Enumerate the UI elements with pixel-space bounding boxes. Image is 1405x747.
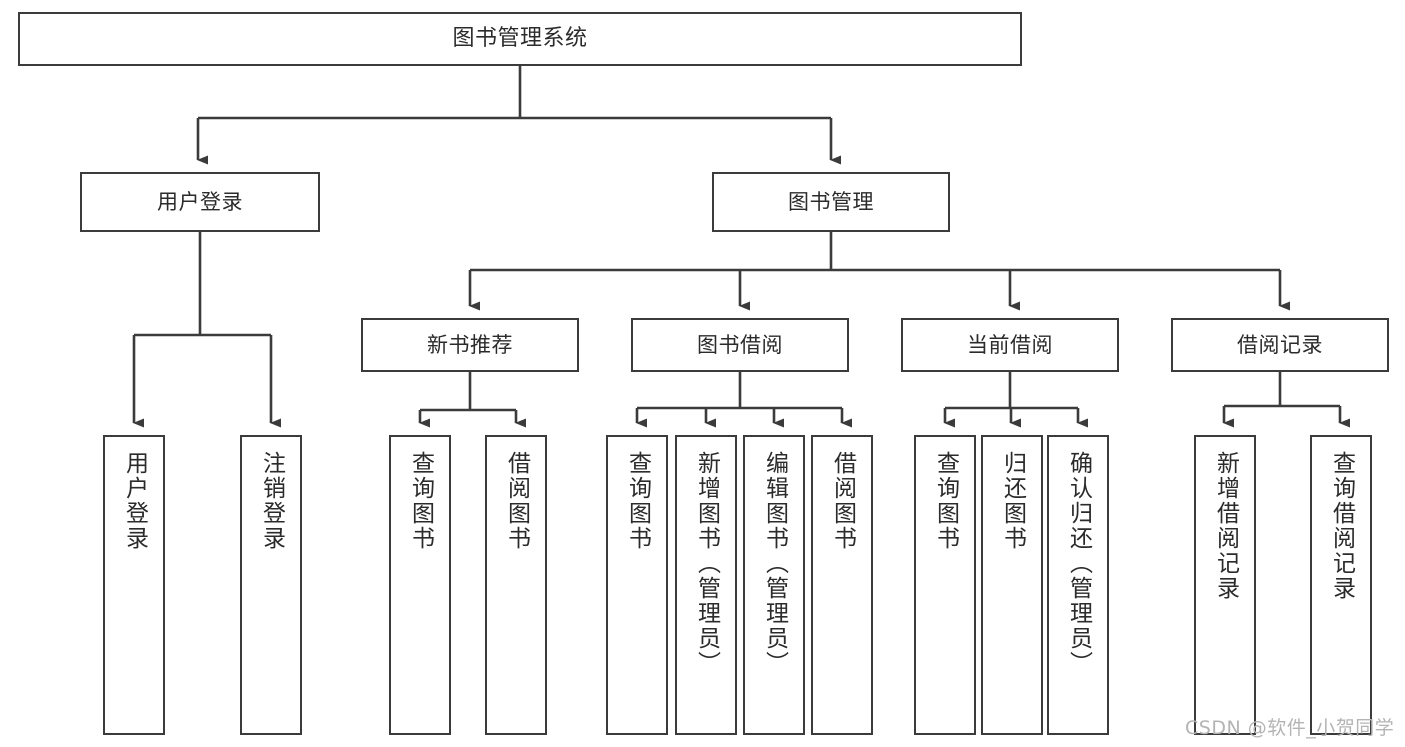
leaf-add-record-label: 新增借阅记录 <box>1212 451 1239 601</box>
leaf-query-book-3-label: 查询图书 <box>932 451 959 551</box>
node-book-manage-label: 图书管理 <box>788 189 874 214</box>
node-user-login[interactable]: 用户登录 <box>80 172 320 232</box>
leaf-add-book[interactable]: 新增图书（管理员） <box>675 435 737 735</box>
leaf-edit-book-label: 编辑图书（管理员） <box>761 451 788 676</box>
leaf-user-login[interactable]: 用户登录 <box>103 435 165 735</box>
leaf-edit-book[interactable]: 编辑图书（管理员） <box>743 435 805 735</box>
leaf-borrow-book-2-label: 借阅图书 <box>829 451 856 551</box>
node-root-label: 图书管理系统 <box>452 26 588 52</box>
leaf-query-book-2[interactable]: 查询图书 <box>606 435 668 735</box>
node-book-borrow-label: 图书借阅 <box>697 332 783 357</box>
leaf-query-book-3[interactable]: 查询图书 <box>914 435 976 735</box>
node-root-system[interactable]: 图书管理系统 <box>18 12 1022 66</box>
node-new-book-recommend-label: 新书推荐 <box>427 332 513 357</box>
leaf-add-book-label: 新增图书（管理员） <box>693 451 720 676</box>
csdn-watermark: CSDN @软件_小贺同学 <box>1185 717 1395 739</box>
leaf-confirm-return-label: 确认归还（管理员） <box>1065 451 1092 676</box>
node-book-borrow[interactable]: 图书借阅 <box>631 318 849 372</box>
leaf-return-book-label: 归还图书 <box>999 451 1026 551</box>
leaf-borrow-book-1-label: 借阅图书 <box>503 451 530 551</box>
node-user-login-label: 用户登录 <box>157 189 243 214</box>
leaf-add-record[interactable]: 新增借阅记录 <box>1194 435 1256 735</box>
leaf-query-record[interactable]: 查询借阅记录 <box>1310 435 1372 735</box>
leaf-query-book-1[interactable]: 查询图书 <box>389 435 451 735</box>
leaf-return-book[interactable]: 归还图书 <box>981 435 1043 735</box>
leaf-query-book-1-label: 查询图书 <box>407 451 434 551</box>
leaf-query-record-label: 查询借阅记录 <box>1328 451 1355 601</box>
node-new-book-recommend[interactable]: 新书推荐 <box>361 318 579 372</box>
leaf-logout-login[interactable]: 注销登录 <box>240 435 302 735</box>
leaf-borrow-book-2[interactable]: 借阅图书 <box>811 435 873 735</box>
leaf-borrow-book-1[interactable]: 借阅图书 <box>485 435 547 735</box>
leaf-logout-login-label: 注销登录 <box>258 451 285 551</box>
leaf-query-book-2-label: 查询图书 <box>624 451 651 551</box>
leaf-user-login-label: 用户登录 <box>121 451 148 551</box>
node-current-borrow[interactable]: 当前借阅 <box>901 318 1119 372</box>
node-book-manage[interactable]: 图书管理 <box>712 172 950 232</box>
leaf-confirm-return[interactable]: 确认归还（管理员） <box>1047 435 1109 735</box>
node-borrow-record-label: 借阅记录 <box>1237 332 1323 357</box>
node-current-borrow-label: 当前借阅 <box>967 332 1053 357</box>
node-borrow-record[interactable]: 借阅记录 <box>1171 318 1389 372</box>
